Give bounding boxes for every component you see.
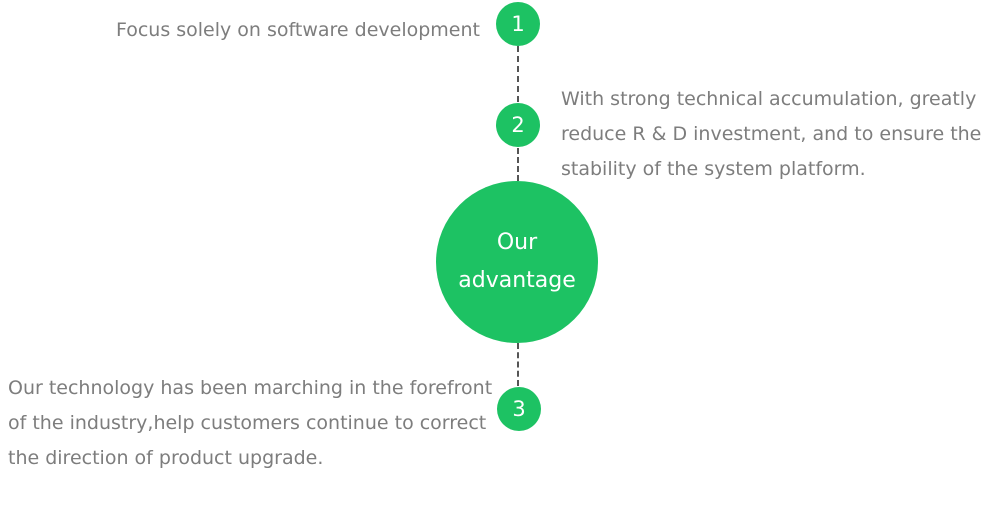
center-circle: Our advantage	[436, 181, 598, 343]
step-1-text: Focus solely on software development	[115, 19, 480, 41]
step-2-text: With strong technical accumulation, grea…	[561, 88, 982, 180]
step-2-number: 2	[511, 113, 525, 137]
step-3-badge: 3	[497, 387, 541, 431]
step-2-badge: 2	[496, 103, 540, 147]
connector-center-3	[517, 343, 519, 386]
step-3-number: 3	[512, 397, 526, 421]
center-label: Our advantage	[458, 230, 576, 293]
step-1-number: 1	[511, 12, 525, 36]
connector-1-2	[517, 46, 519, 102]
step-3-text: Our technology has been marching in the …	[8, 377, 493, 469]
step-1-badge: 1	[496, 2, 540, 46]
connector-2-center	[517, 148, 519, 181]
